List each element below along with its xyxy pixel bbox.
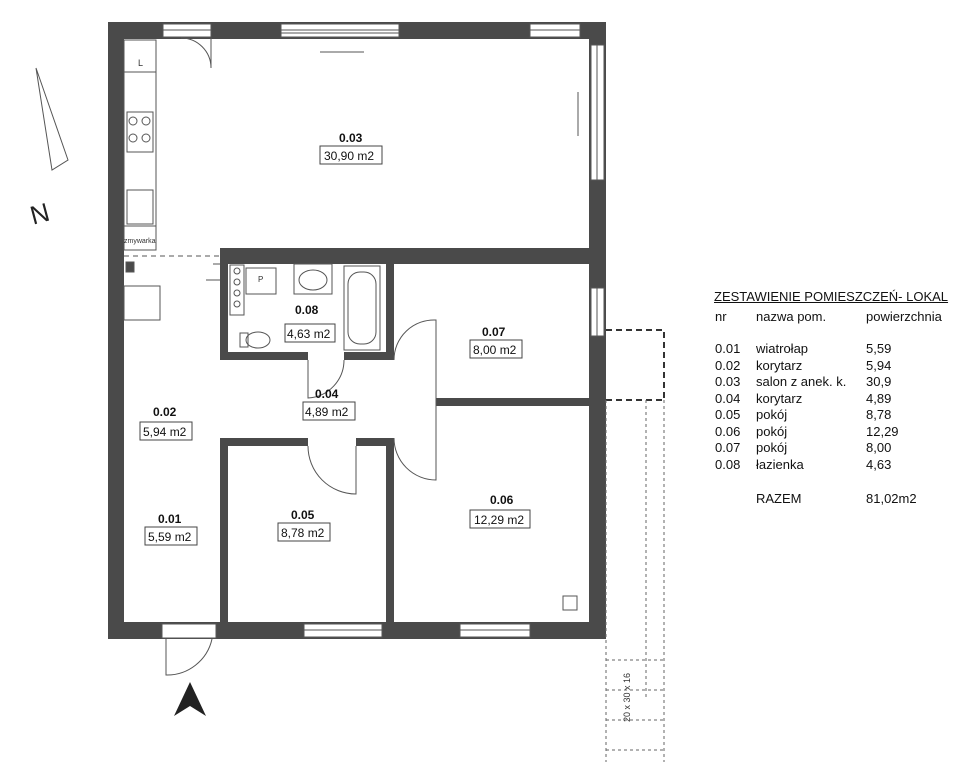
svg-text:0.08: 0.08 bbox=[295, 303, 319, 317]
svg-text:4,63 m2: 4,63 m2 bbox=[287, 327, 331, 341]
svg-text:0.03: 0.03 bbox=[339, 131, 363, 145]
svg-text:5,94 m2: 5,94 m2 bbox=[143, 425, 187, 439]
header-area: powierzchnia bbox=[866, 309, 942, 324]
entrance-arrow-icon bbox=[174, 682, 206, 716]
kitchen-counter bbox=[123, 39, 161, 321]
svg-text:12,29 m2: 12,29 m2 bbox=[474, 513, 524, 527]
sliding-indicators bbox=[320, 51, 579, 136]
total-value: 81,02m2 bbox=[866, 491, 917, 506]
room-0-01: 0.01 5,59 m2 bbox=[144, 512, 198, 546]
outer-walls bbox=[108, 22, 606, 639]
room-0-06: 0.06 12,29 m2 bbox=[469, 493, 531, 529]
room-0-03: 0.03 30,90 m2 bbox=[319, 131, 383, 165]
corner-closet bbox=[562, 595, 578, 611]
room-0-07: 0.07 8,00 m2 bbox=[469, 325, 523, 359]
north-label: N bbox=[27, 197, 53, 231]
fridge-label: L bbox=[138, 58, 143, 68]
schedule-header: nr nazwa pom. powierzchnia bbox=[714, 309, 964, 325]
room-schedule: ZESTAWIENIE POMIESZCZEŃ- LOKAL nr nazwa … bbox=[714, 289, 964, 507]
header-nr: nr bbox=[715, 309, 727, 324]
boiler-label: P bbox=[258, 275, 263, 284]
bathroom-fixtures bbox=[229, 263, 381, 351]
svg-text:0.02: 0.02 bbox=[153, 405, 177, 419]
svg-text:4,89 m2: 4,89 m2 bbox=[305, 405, 349, 419]
stairs bbox=[605, 400, 665, 762]
svg-text:0.04: 0.04 bbox=[315, 387, 339, 401]
doors bbox=[165, 37, 437, 676]
north-arrow-icon bbox=[35, 67, 69, 171]
room-0-08: 0.08 4,63 m2 bbox=[284, 303, 336, 343]
dishwasher-label: zmywarka bbox=[124, 238, 156, 245]
windows bbox=[161, 23, 605, 639]
svg-text:0.06: 0.06 bbox=[490, 493, 514, 507]
room-0-02: 0.02 5,94 m2 bbox=[139, 405, 193, 441]
header-name: nazwa pom. bbox=[756, 309, 827, 324]
room-0-04: 0.04 4,89 m2 bbox=[302, 387, 356, 421]
stairs-label: 20 x 30 x 16 bbox=[622, 673, 632, 722]
svg-text:30,90 m2: 30,90 m2 bbox=[324, 149, 374, 163]
schedule-title: ZESTAWIENIE POMIESZCZEŃ- LOKAL bbox=[714, 289, 949, 304]
interior-walls bbox=[220, 248, 590, 628]
schedule-total: RAZEM 81,02m2 bbox=[714, 491, 964, 507]
svg-text:0.05: 0.05 bbox=[291, 508, 315, 522]
svg-text:5,59 m2: 5,59 m2 bbox=[148, 530, 192, 544]
room-0-05: 0.05 8,78 m2 bbox=[277, 508, 331, 542]
total-label: RAZEM bbox=[756, 491, 802, 506]
svg-text:8,78 m2: 8,78 m2 bbox=[281, 526, 325, 540]
svg-text:0.07: 0.07 bbox=[482, 325, 506, 339]
compass: N bbox=[27, 67, 69, 231]
room-labels: 0.03 30,90 m2 0.08 4,63 m2 0.07 8,00 m2 0.0… bbox=[139, 131, 531, 546]
terrace bbox=[606, 329, 665, 401]
svg-text:0.01: 0.01 bbox=[158, 512, 182, 526]
svg-text:8,00 m2: 8,00 m2 bbox=[473, 343, 517, 357]
